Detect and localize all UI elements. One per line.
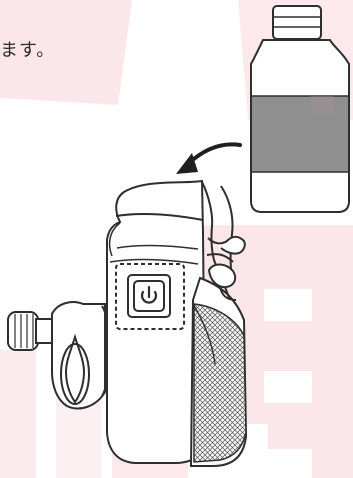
- caption-text: ます。: [0, 40, 56, 61]
- power-icon: [140, 285, 158, 304]
- bottle: [250, 5, 350, 213]
- arrow-icon: [176, 142, 242, 174]
- holder-body: [106, 179, 248, 467]
- clamp: [7, 301, 111, 410]
- drawstring: [201, 181, 246, 301]
